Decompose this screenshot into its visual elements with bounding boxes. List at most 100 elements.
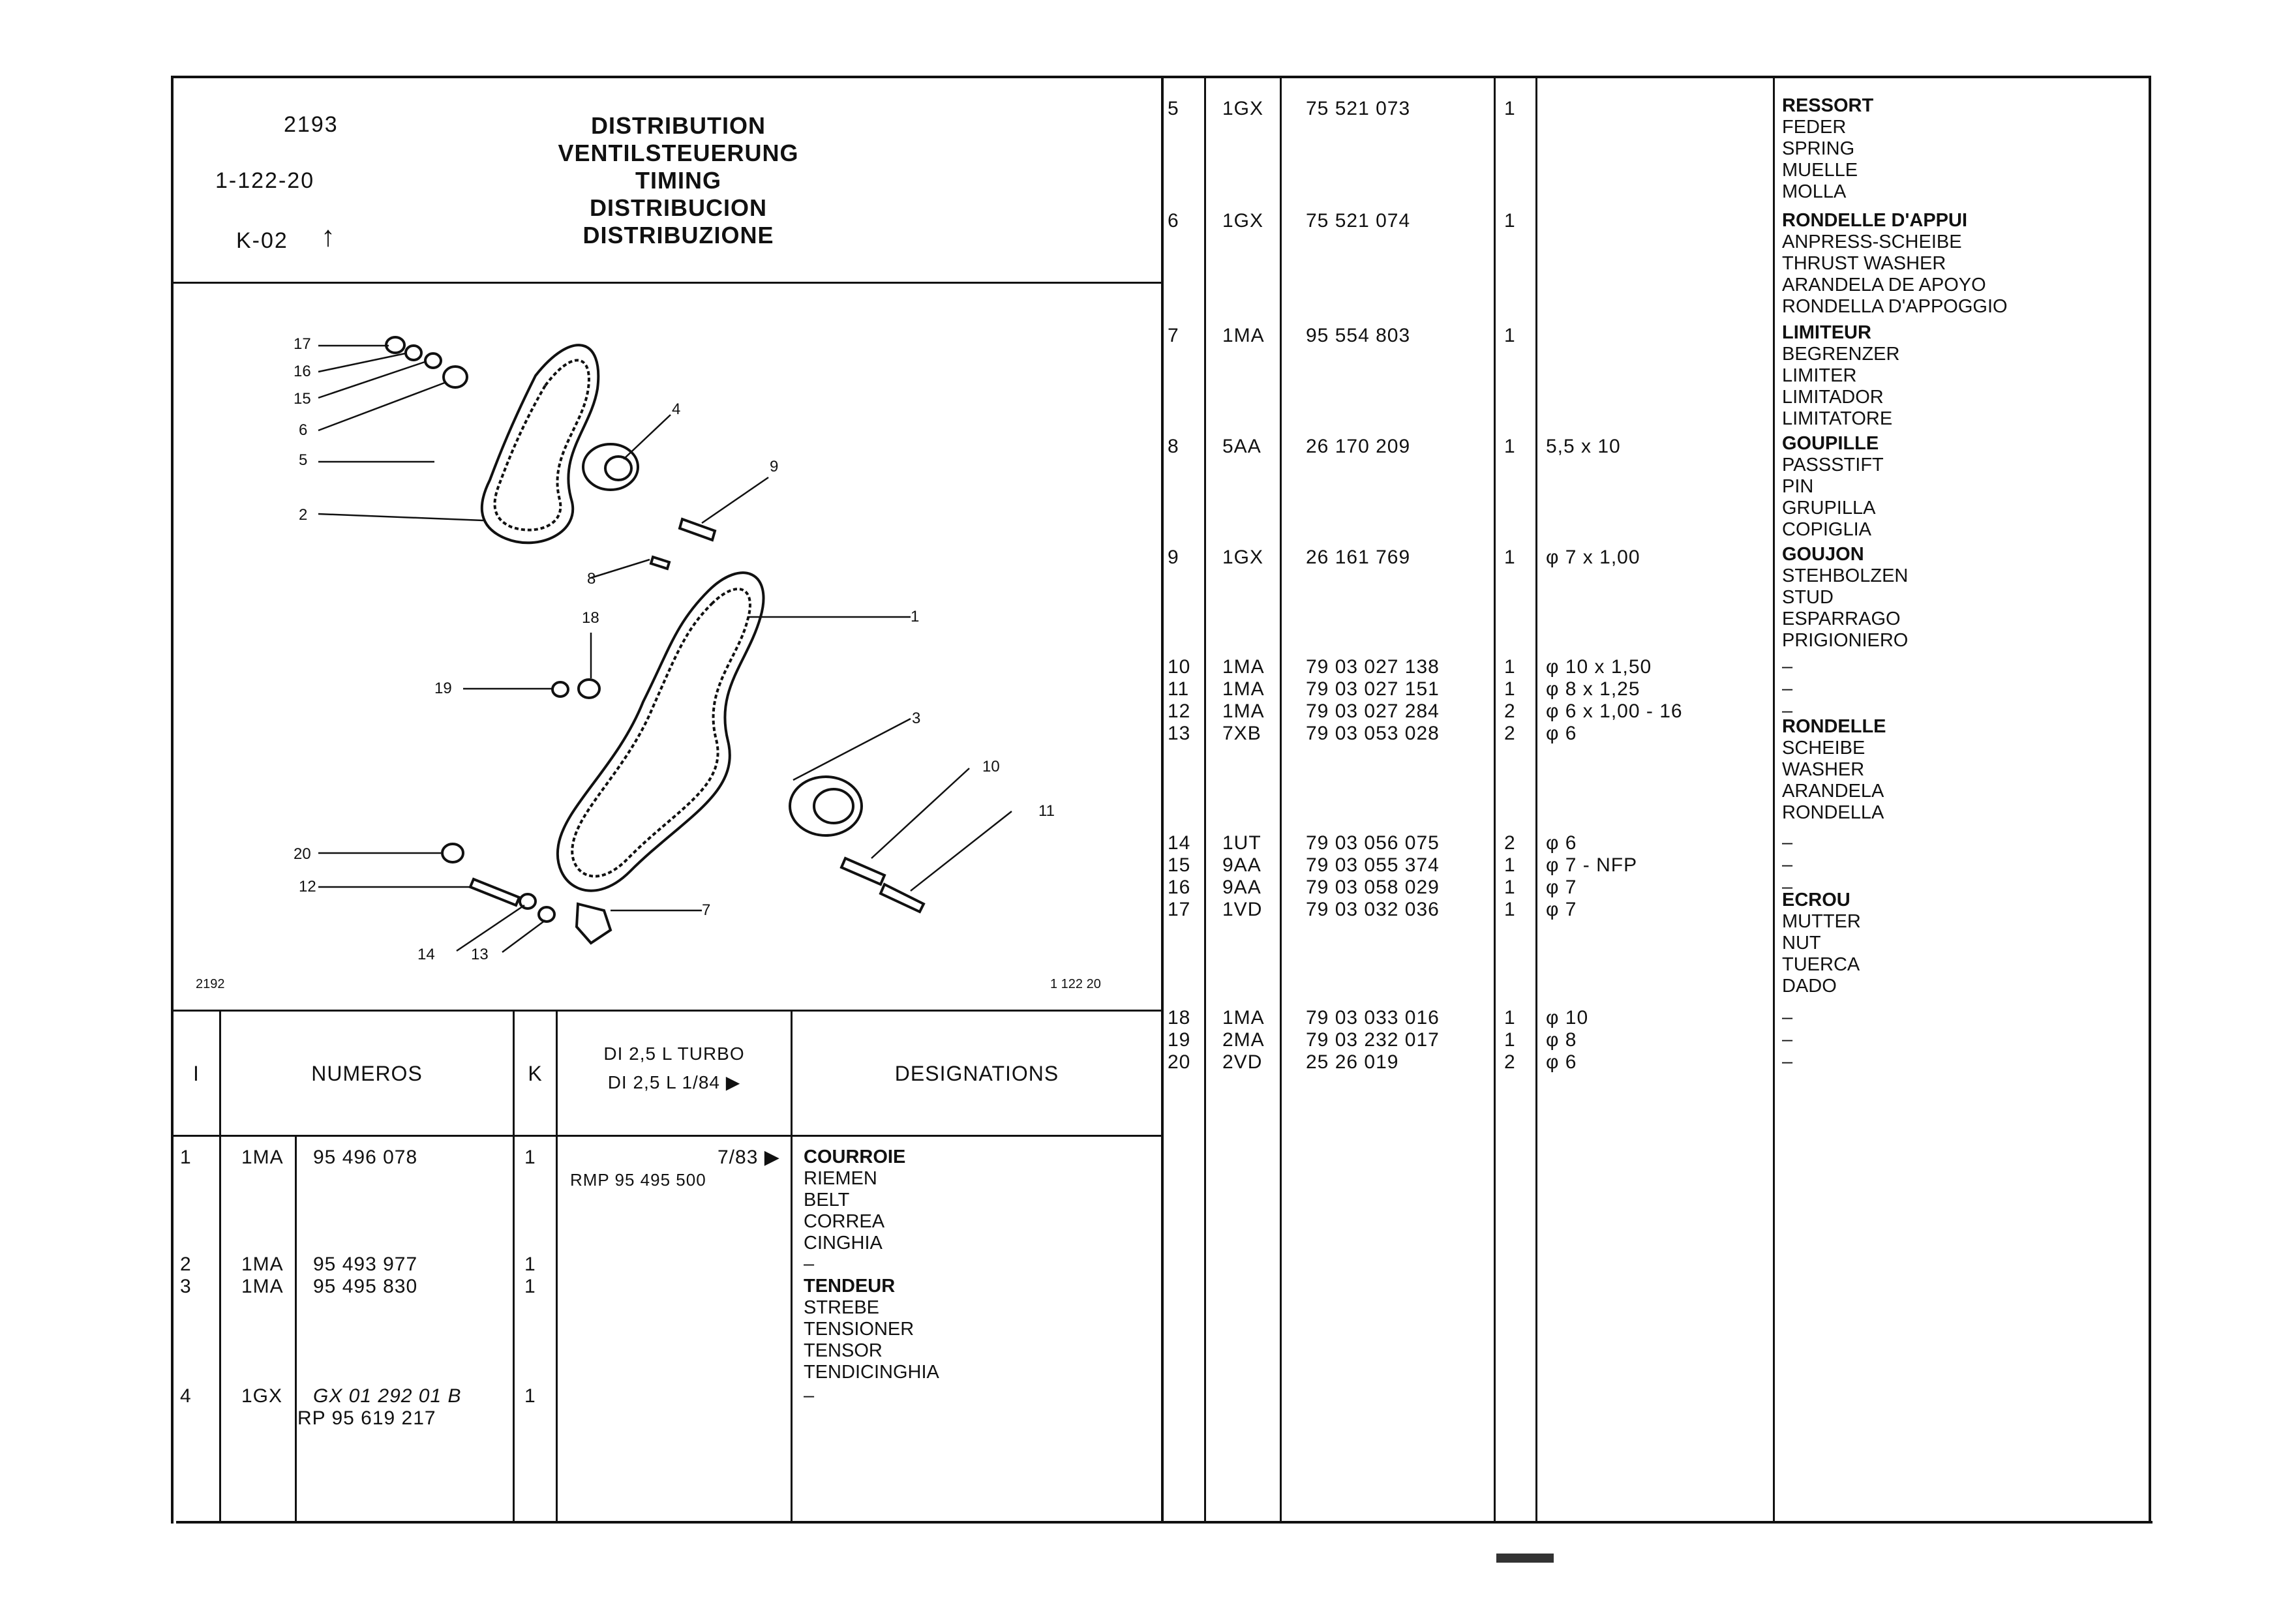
col-head-variant: DI 2,5 L TURBO DI 2,5 L 1/84 ▶ xyxy=(558,1040,791,1097)
callout-17: 17 xyxy=(294,335,311,353)
part-number: 79 03 027 138 xyxy=(1306,656,1440,678)
part-code: 1MA xyxy=(241,1276,284,1297)
row-index: 1 xyxy=(180,1147,192,1168)
part-number: 26 161 769 xyxy=(1306,547,1411,568)
row-index: 14 xyxy=(1168,832,1191,854)
designation-list: – xyxy=(1782,832,1792,854)
title-it: DISTRIBUZIONE xyxy=(582,222,774,248)
callout-2: 2 xyxy=(299,506,308,524)
part-number: 79 03 058 029 xyxy=(1306,877,1440,898)
callout-1: 1 xyxy=(911,608,920,625)
quantity: 1 xyxy=(1504,1029,1516,1051)
callout-12: 12 xyxy=(299,878,316,895)
designation-list: – xyxy=(1782,877,1792,898)
row-index: 8 xyxy=(1168,436,1179,457)
designation: SCHEIBE xyxy=(1782,738,1865,758)
part-code: 5AA xyxy=(1222,436,1261,457)
k-code: K-02 xyxy=(236,228,288,253)
designation: RONDELLE D'APPUI xyxy=(1782,210,1968,231)
col-head-numeros: NUMEROS xyxy=(311,1062,423,1085)
part-number: 79 03 232 017 xyxy=(1306,1029,1440,1051)
part-number: GX 01 292 01 B xyxy=(313,1385,462,1407)
designation: NUT xyxy=(1782,933,1821,954)
designation: STUD xyxy=(1782,587,1834,608)
col-head-k: K xyxy=(528,1062,543,1085)
designation: CORREA xyxy=(804,1211,885,1232)
diagram-separator xyxy=(171,1010,1162,1012)
part-code: 1GX xyxy=(241,1385,283,1407)
frame-bottom xyxy=(176,1521,2152,1524)
page-code: 2193 xyxy=(284,112,339,137)
dimension: φ 7 - NFP xyxy=(1546,854,1638,876)
dimension: φ 7 xyxy=(1546,899,1577,920)
part-number: 79 03 032 036 xyxy=(1306,899,1440,920)
designation: RIEMEN xyxy=(804,1168,877,1189)
quantity: 2 xyxy=(1504,1051,1516,1073)
quantity: 1 xyxy=(1504,210,1516,232)
part-code: 1VD xyxy=(1222,899,1263,920)
part-number: 95 495 830 xyxy=(313,1276,418,1297)
part-code: 1MA xyxy=(241,1254,284,1275)
designation: LIMITADOR xyxy=(1782,387,1884,408)
exploded-diagram xyxy=(318,336,1012,954)
dimension: φ 10 xyxy=(1546,1007,1589,1029)
designation: – xyxy=(1782,678,1793,699)
callout-20: 20 xyxy=(294,845,311,863)
part-number: 26 170 209 xyxy=(1306,436,1411,457)
designation: – xyxy=(804,1385,815,1406)
frame-top xyxy=(171,76,2151,78)
row-index: 2 xyxy=(180,1254,192,1275)
page-title: DISTRIBUTION VENTILSTEUERUNG TIMING DIST… xyxy=(522,112,835,249)
designation: – xyxy=(1782,854,1793,875)
designation: COPIGLIA xyxy=(1782,519,1871,540)
designation: BELT xyxy=(804,1190,850,1210)
designation: ECROU xyxy=(1782,890,1850,910)
designation: WASHER xyxy=(1782,759,1865,780)
part-number: 75 521 073 xyxy=(1306,98,1411,119)
part-code: 2VD xyxy=(1222,1051,1263,1073)
row-index: 19 xyxy=(1168,1029,1191,1051)
quantity: 1 xyxy=(524,1147,536,1168)
quantity: 1 xyxy=(524,1254,536,1275)
part-code: 7XB xyxy=(1222,723,1261,744)
dimension: φ 10 x 1,50 xyxy=(1546,656,1652,678)
designation: GOUPILLE xyxy=(1782,433,1879,454)
designation: LIMITATORE xyxy=(1782,408,1893,429)
part-code: 1MA xyxy=(1222,678,1265,700)
designation: – xyxy=(1782,1029,1793,1050)
dimension: φ 6 xyxy=(1546,723,1577,744)
part-number: 95 493 977 xyxy=(313,1254,418,1275)
part-code: 1MA xyxy=(241,1147,284,1168)
col-head-designations: DESIGNATIONS xyxy=(894,1062,1059,1085)
quantity: 1 xyxy=(1504,656,1516,678)
frame-left xyxy=(171,76,174,1524)
designation: GRUPILLA xyxy=(1782,498,1876,518)
part-number: 25 26 019 xyxy=(1306,1051,1399,1073)
quantity: 1 xyxy=(1504,325,1516,346)
quantity: 1 xyxy=(1504,854,1516,876)
designation: PIN xyxy=(1782,476,1814,497)
quantity: 1 xyxy=(1504,547,1516,568)
row-index: 12 xyxy=(1168,700,1191,722)
designation: LIMITEUR xyxy=(1782,322,1871,343)
designation: BEGRENZER xyxy=(1782,344,1900,365)
row-index: 9 xyxy=(1168,547,1179,568)
designation: ESPARRAGO xyxy=(1782,608,1901,629)
designation: ANPRESS-SCHEIBE xyxy=(1782,232,1962,252)
row-index: 6 xyxy=(1168,210,1179,232)
row-index: 4 xyxy=(180,1385,192,1407)
callout-6: 6 xyxy=(299,421,308,439)
designation: RONDELLA D'APPOGGIO xyxy=(1782,296,2008,317)
callout-18: 18 xyxy=(582,609,599,627)
designation: ARANDELA DE APOYO xyxy=(1782,275,1986,295)
callout-10: 10 xyxy=(982,758,1000,775)
callout-15: 15 xyxy=(294,390,311,408)
designation: – xyxy=(1782,832,1793,853)
callout-3: 3 xyxy=(912,710,921,727)
variant-1-84: DI 2,5 L 1/84 ▶ xyxy=(607,1072,741,1092)
frame-right xyxy=(2149,76,2151,1524)
